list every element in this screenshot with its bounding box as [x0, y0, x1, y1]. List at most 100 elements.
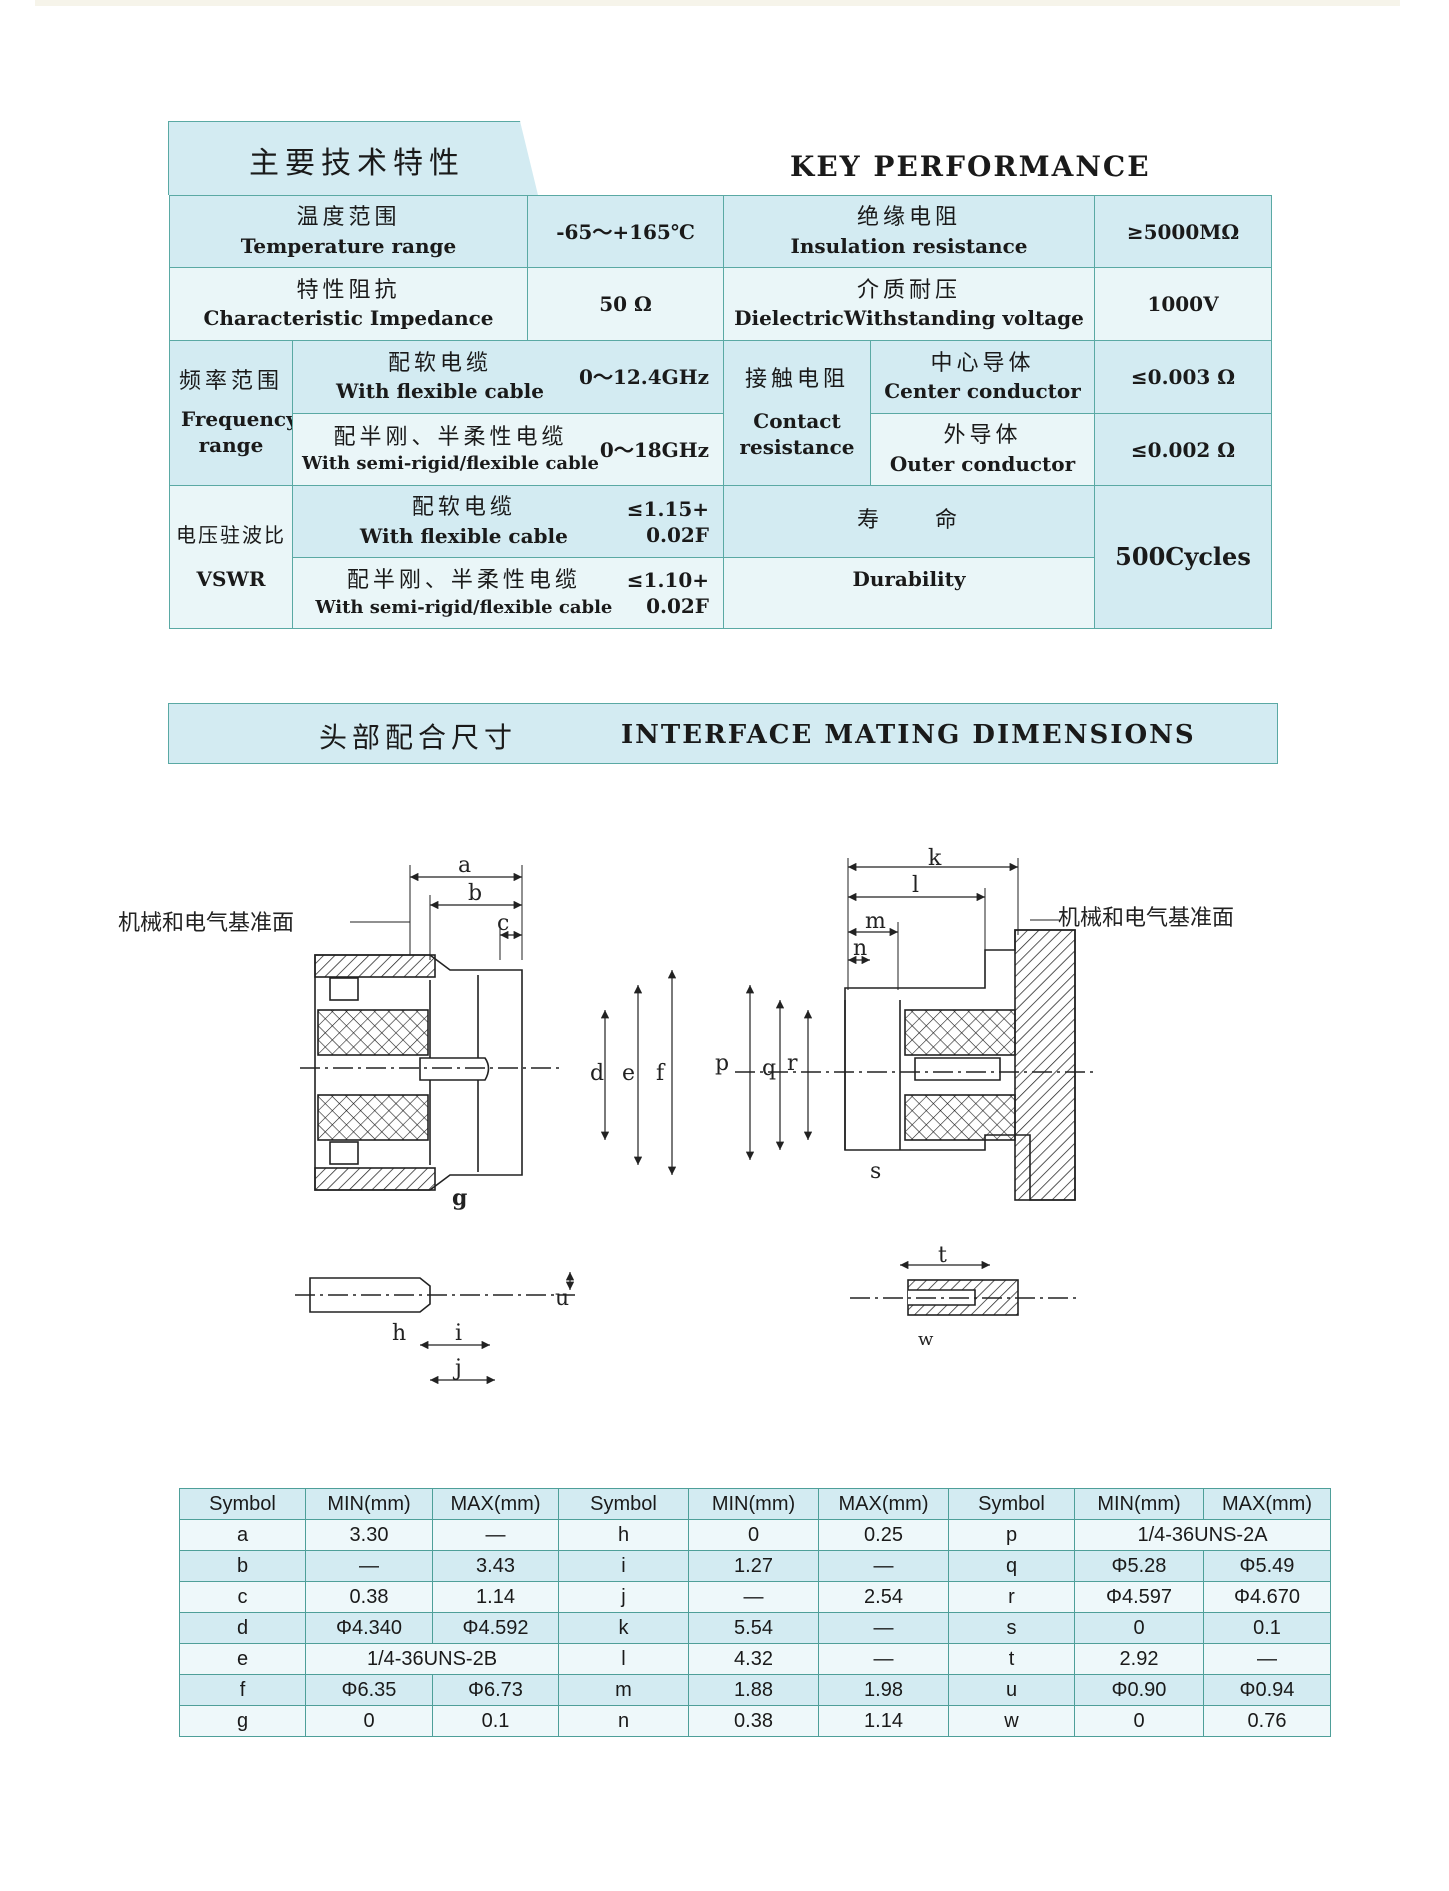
reference-plane-left: 机械和电气基准面: [118, 911, 294, 936]
table-cell: —: [818, 1612, 949, 1644]
contact-label: 接触电阻 Contact resistance: [723, 340, 871, 486]
label-a: a: [458, 853, 471, 878]
interface-section-header: 头部配合尺寸 INTERFACE MATING DIMENSIONS: [168, 703, 1278, 764]
table-cell: c: [179, 1581, 306, 1613]
cn: 配软电缆: [411, 495, 516, 521]
key-performance-title: KEY PERFORMANCE: [790, 150, 1151, 183]
en: Center conductor: [884, 379, 1081, 404]
en: With flexible cable: [359, 523, 568, 548]
cn: 配软电缆: [388, 350, 493, 376]
table-cell: Φ4.597: [1074, 1581, 1204, 1613]
insulation-value: ≥5000MΩ: [1094, 195, 1272, 268]
label-d: d: [590, 1061, 604, 1086]
label-r: r: [787, 1051, 798, 1076]
table-cell: n: [558, 1705, 689, 1737]
table-cell: Φ4.340: [305, 1612, 433, 1644]
table-cell: e: [179, 1643, 306, 1675]
page-top-border: [35, 0, 1400, 6]
en: Contact resistance: [739, 409, 855, 460]
table-cell: d: [179, 1612, 306, 1644]
table-cell: 1.88: [688, 1674, 819, 1706]
table-cell: k: [558, 1612, 689, 1644]
table-cell: l: [558, 1643, 689, 1675]
table-cell: Φ5.28: [1074, 1550, 1204, 1582]
cn: 接触电阻: [744, 366, 849, 392]
table-cell: q: [948, 1550, 1075, 1582]
label-j: j: [452, 1356, 462, 1381]
table-cell: —: [818, 1550, 949, 1582]
table-cell: 1.27: [688, 1550, 819, 1582]
table-cell: 1.14: [432, 1581, 559, 1613]
table-cell: Symbol: [179, 1488, 306, 1520]
table-cell: 1/4-36UNS-2A: [1074, 1519, 1331, 1551]
table-cell: t: [948, 1643, 1075, 1675]
label-w: w: [918, 1329, 934, 1350]
table-cell: g: [179, 1705, 306, 1737]
table-cell: 3.43: [432, 1550, 559, 1582]
durability-label-en: Durability: [723, 557, 1095, 629]
table-cell: h: [558, 1519, 689, 1551]
table-cell: 4.32: [688, 1643, 819, 1675]
table-cell: 0: [1074, 1705, 1204, 1737]
label-i: i: [455, 1321, 462, 1346]
cn: 频率范围: [178, 368, 283, 394]
table-cell: MAX(mm): [432, 1488, 559, 1520]
label-l: l: [912, 873, 919, 898]
table-cell: MIN(mm): [688, 1488, 819, 1520]
table-cell: 5.54: [688, 1612, 819, 1644]
cn: 特性阻抗: [296, 277, 401, 303]
table-cell: 0.38: [688, 1705, 819, 1737]
label-e: e: [622, 1061, 635, 1086]
frequency-flex: 配软电缆 With flexible cable 0～12.4GHz: [292, 340, 724, 414]
en: Temperature range: [240, 233, 457, 258]
value-1: ≤1.15+: [626, 496, 709, 521]
cn: 寿 命: [856, 508, 961, 534]
table-cell: Φ5.49: [1203, 1550, 1331, 1582]
title-cn: 头部配合尺寸: [319, 721, 518, 754]
table-cell: —: [305, 1550, 433, 1582]
table-cell: 0.1: [432, 1705, 559, 1737]
en: With flexible cable: [336, 379, 544, 404]
durability-label-cn: 寿 命: [723, 485, 1095, 558]
en: Frequency range: [181, 407, 298, 458]
cn: 配半刚、半柔性电缆: [333, 424, 568, 450]
label-b: b: [468, 881, 482, 906]
value: 0～12.4GHz: [579, 365, 709, 389]
center-conductor-value: ≤0.003 Ω: [1094, 340, 1272, 414]
table-cell: 3.30: [305, 1519, 433, 1551]
plug-drawing: [295, 954, 575, 1313]
dielectric-value: 1000V: [1094, 267, 1272, 341]
dimension-labels: 机械和电气基准面 机械和电气基准面 a b c d e f g h i j k …: [118, 846, 1234, 1381]
title-en: INTERFACE MATING DIMENSIONS: [621, 720, 1196, 750]
label-s: s: [870, 1159, 881, 1184]
cn: 外导体: [943, 423, 1022, 449]
table-cell: f: [179, 1674, 306, 1706]
table-cell: Φ0.90: [1074, 1674, 1204, 1706]
en: VSWR: [196, 567, 266, 591]
table-cell: Φ4.670: [1203, 1581, 1331, 1613]
en: Characteristic Impedance: [203, 306, 494, 331]
label-f: f: [656, 1061, 666, 1086]
table-cell: —: [432, 1519, 559, 1551]
table-cell: p: [948, 1519, 1075, 1551]
impedance-label: 特性阻抗 Characteristic Impedance: [169, 267, 528, 341]
table-cell: MIN(mm): [1074, 1488, 1204, 1520]
table-cell: —: [818, 1643, 949, 1675]
table-cell: 2.54: [818, 1581, 949, 1613]
en: With semi-rigid/flexible cable: [315, 596, 613, 618]
table-cell: Symbol: [558, 1488, 689, 1520]
table-cell: Φ0.94: [1203, 1674, 1331, 1706]
outer-conductor-value: ≤0.002 Ω: [1094, 413, 1272, 486]
